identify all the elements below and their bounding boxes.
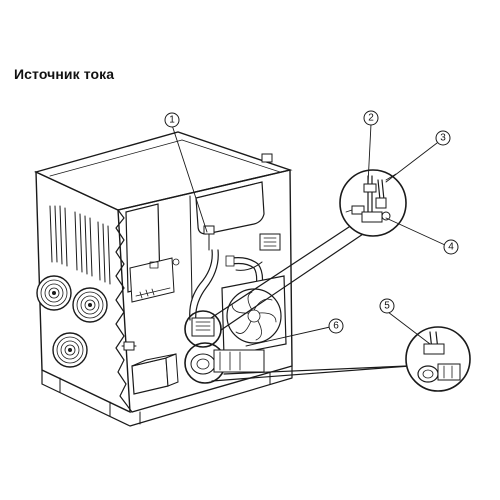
- callout-1: 1: [164, 112, 180, 128]
- callout-2: 2: [363, 110, 379, 126]
- callout-4-label: 4: [448, 242, 454, 253]
- transformer: [131, 353, 179, 395]
- callout-3: 3: [435, 130, 451, 146]
- cutaway-edge: [115, 209, 133, 413]
- callout-6: 6: [328, 318, 344, 334]
- control-board: [125, 203, 180, 303]
- connector-block: [259, 233, 281, 251]
- callout-6-label: 6: [333, 321, 339, 332]
- side-vents: [49, 205, 111, 285]
- callout-1-label: 1: [169, 115, 175, 126]
- detail-view-bottom: [211, 326, 471, 392]
- side-fan-1: [36, 275, 72, 311]
- diagram-title: Источник тока: [14, 66, 115, 82]
- leader-lines: [171, 123, 446, 347]
- side-fan-3: [52, 332, 88, 368]
- pump-assembly: [184, 310, 222, 348]
- pump-motor: [184, 342, 265, 384]
- coolant-tank: [195, 181, 265, 251]
- radiator-fan: [221, 275, 287, 357]
- callout-5: 5: [379, 298, 395, 314]
- side-fan-2: [72, 287, 108, 323]
- callout-5-label: 5: [384, 301, 390, 312]
- callout-3-label: 3: [440, 133, 446, 144]
- callout-4: 4: [443, 239, 459, 255]
- callout-2-label: 2: [368, 113, 374, 124]
